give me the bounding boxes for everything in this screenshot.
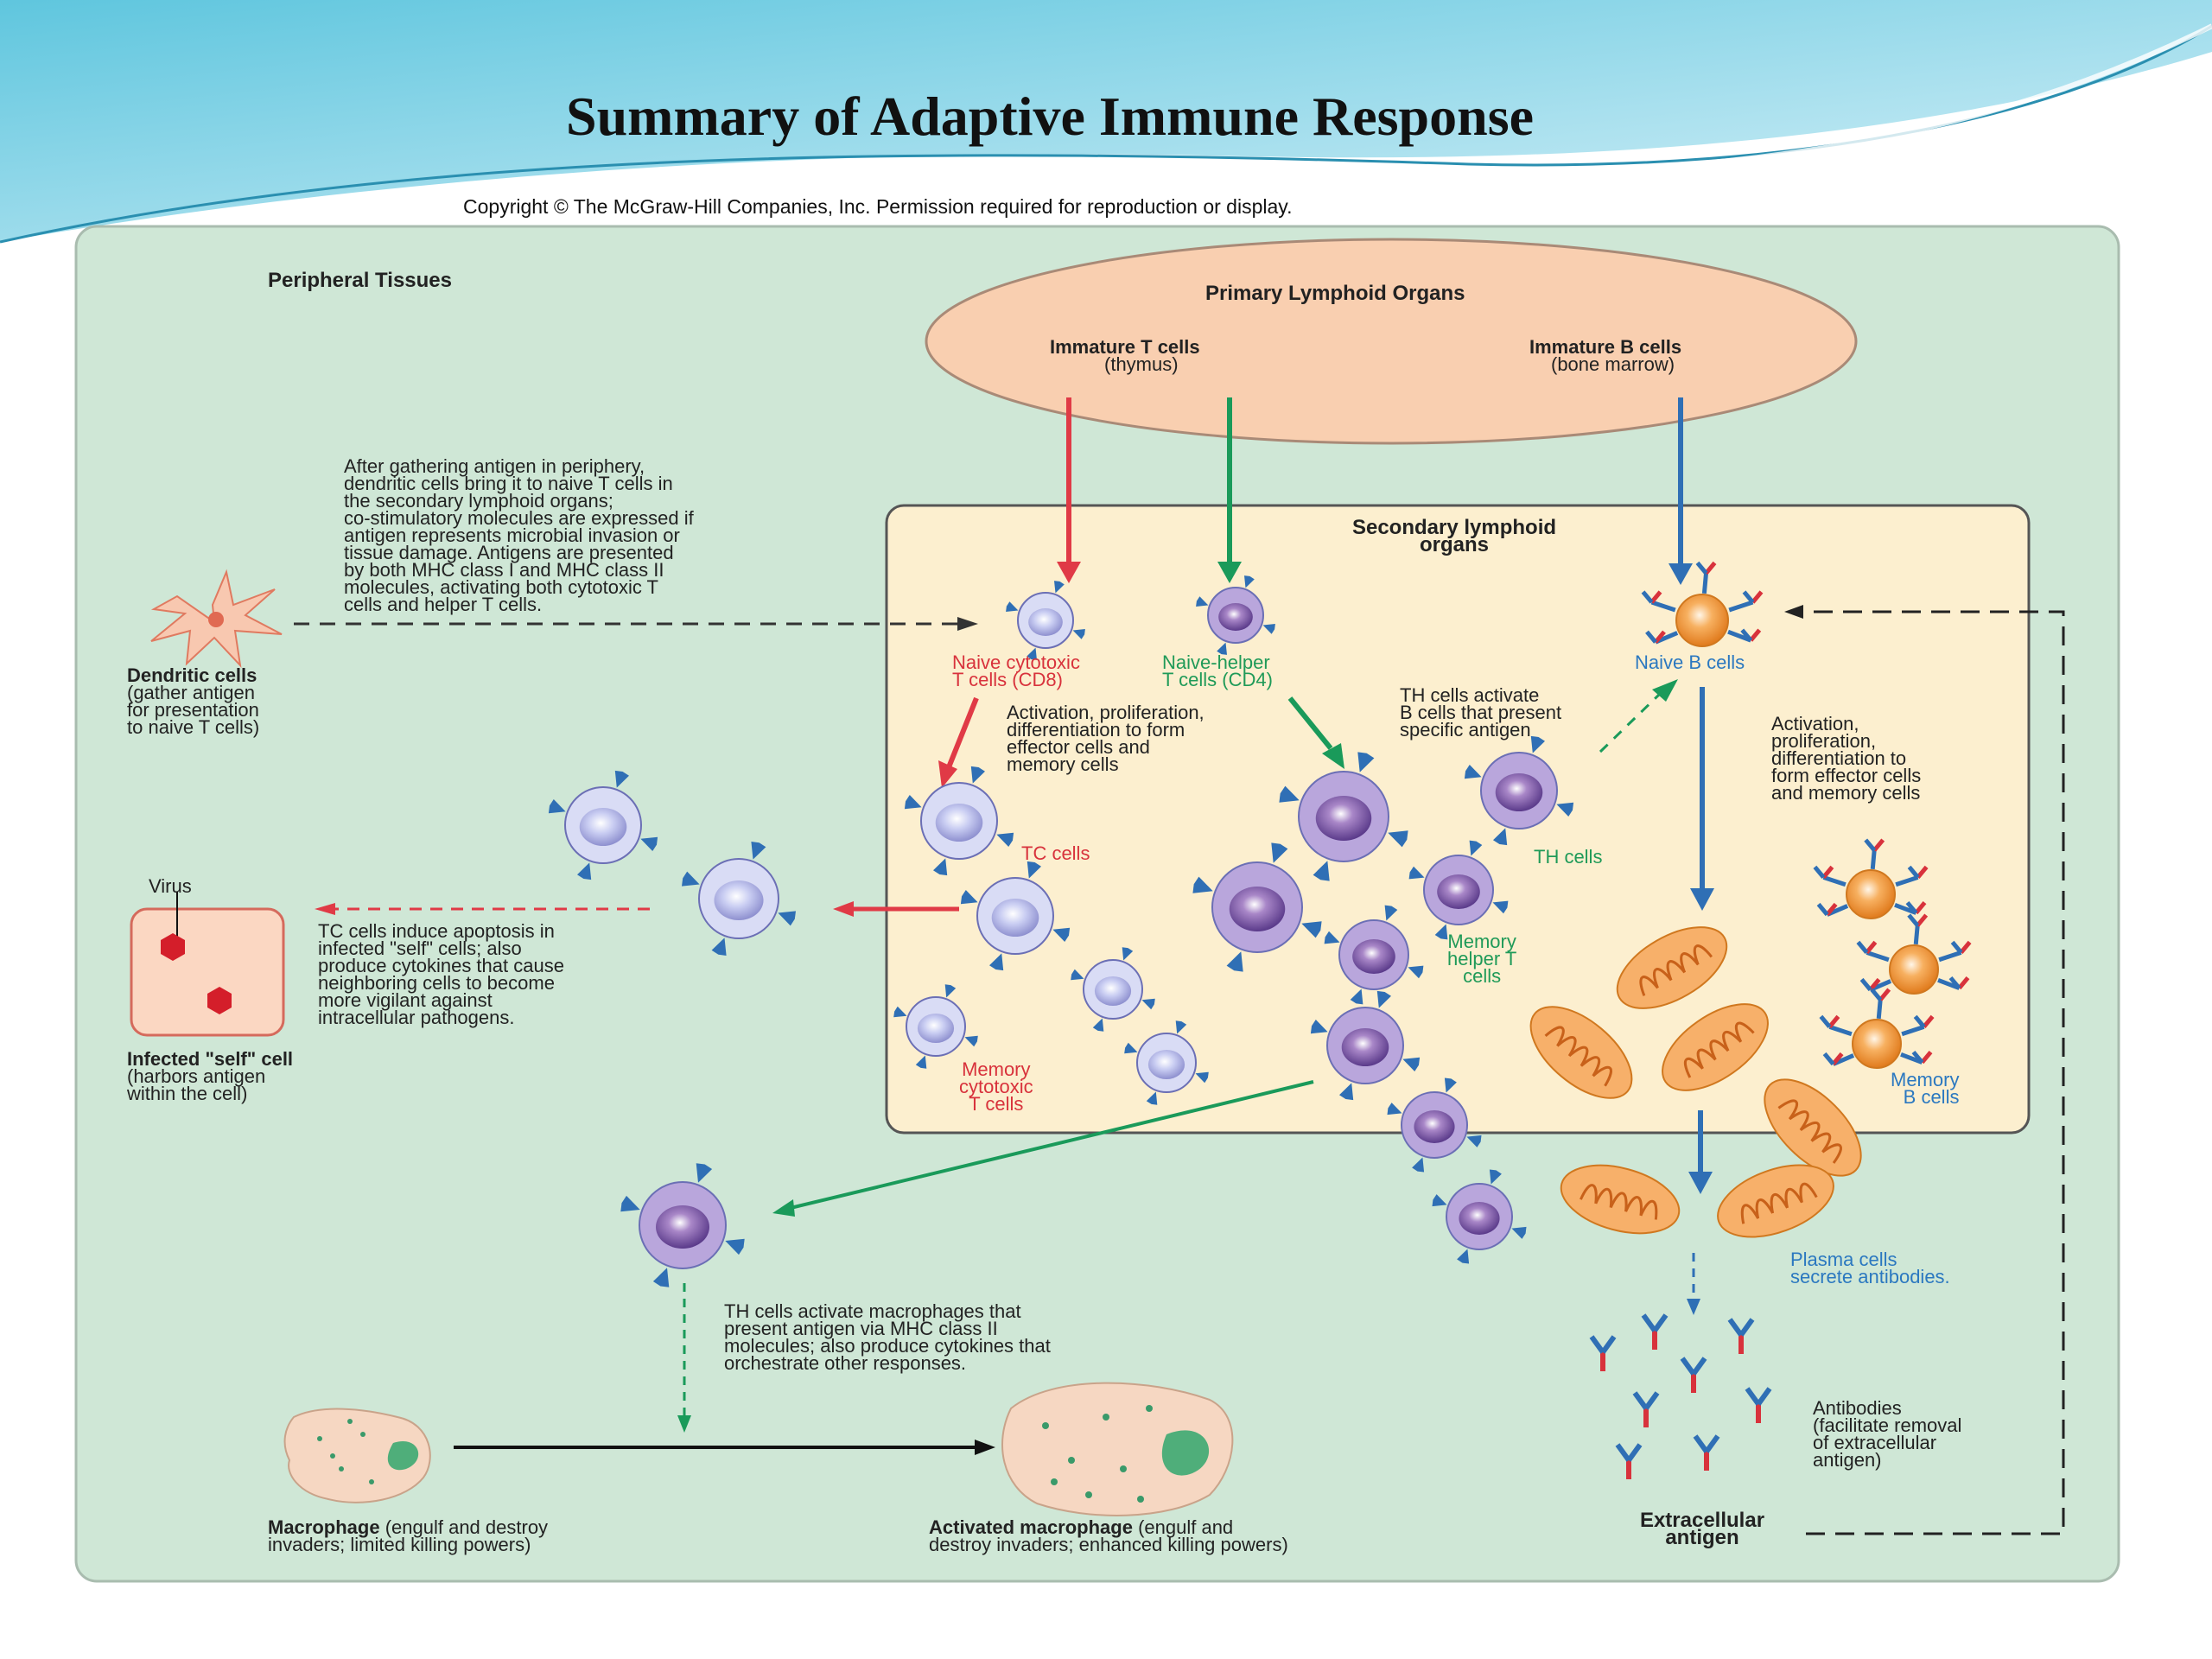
macrophage-label: Macrophage <box>268 1516 380 1538</box>
immature-t-sub: (thymus) <box>1104 353 1179 375</box>
tc-cell-periphery <box>548 770 658 880</box>
immature-t-label: Immature T cells <box>1050 336 1200 358</box>
plasma-cell <box>1616 926 1728 1009</box>
naive-b-cell <box>1641 561 1764 647</box>
antibody-icon <box>1693 1434 1720 1471</box>
activated-macrophage-label: Activated macrophage <box>929 1516 1133 1538</box>
memory-b-label: Memory B cells <box>1891 1069 1960 1108</box>
arrow-th-activates-b <box>1599 693 1661 753</box>
th-macrophage-note: TH cells activate macrophages that prese… <box>724 1300 1051 1374</box>
infected-self-cell <box>130 892 285 1037</box>
macrophage <box>283 1408 431 1503</box>
tc-cell <box>904 766 1014 876</box>
th-cell-periphery <box>620 1163 745 1287</box>
th-cell-6 <box>1432 1169 1527 1264</box>
activated-macrophage-sub: (engulf and destroy invaders; enhanced k… <box>929 1516 1288 1555</box>
extracellular-antigen-label: Extracellular antigen <box>1639 1509 1765 1549</box>
tc-cell-periphery-2 <box>682 842 796 956</box>
arrow-th-to-periphery <box>790 1080 1314 1210</box>
th-cell-5 <box>1387 1077 1482 1173</box>
th-cell-2 <box>1464 735 1574 846</box>
infected-sub: (harbors antigen within the cell) <box>127 1065 266 1104</box>
primary-lymphoid-title: Primary Lymphoid Organs <box>1205 282 1465 305</box>
activation-b-note: Activation, proliferation, differentiati… <box>1771 713 1922 804</box>
th-cell <box>1279 752 1408 881</box>
memory-cytotoxic-cell <box>1071 947 1155 1032</box>
memory-b-cell-2 <box>1856 913 1972 995</box>
macrophage-sub: (engulf and destroy invaders; limited ki… <box>268 1516 549 1555</box>
slide-title: Summary of Adaptive Immune Response <box>565 86 1535 147</box>
memory-b-cell-3 <box>1819 988 1935 1069</box>
th-cell-3 <box>1192 842 1322 972</box>
antibody-icon <box>1589 1335 1617 1371</box>
tc-cell-2 <box>960 861 1071 971</box>
virus-label: Virus <box>149 875 192 897</box>
arrow-cd4-to-th <box>1287 696 1333 750</box>
plasma-cell-3 <box>1662 1003 1769 1091</box>
tc-apoptosis-note: TC cells induce apoptosis in infected "s… <box>318 920 564 1028</box>
antibody-icon <box>1632 1391 1660 1427</box>
plasma-cell-2 <box>1529 1006 1633 1099</box>
dendritic-note: After gathering antigen in periphery, de… <box>344 455 694 615</box>
antibody-icon <box>1615 1443 1643 1479</box>
memory-cytotoxic-label: Memory cytotoxic T cells <box>959 1058 1033 1115</box>
naive-b-label: Naive B cells <box>1635 652 1745 673</box>
plasma-cell-6 <box>1717 1164 1834 1238</box>
tc-cells-label: TC cells <box>1021 842 1090 864</box>
arrow-cd8-to-tc <box>946 696 979 769</box>
infected-label: Infected "self" cell <box>127 1048 294 1070</box>
naive-cytotoxic-label: Naive cytotoxic T cells (CD8) <box>952 652 1080 690</box>
dendritic-cell <box>150 569 283 669</box>
header-highlight <box>1382 23 2212 177</box>
secondary-lymphoid-title: Secondary lymphoid organs <box>1351 516 1557 556</box>
antibody-icon <box>1680 1357 1707 1393</box>
memory-helper-cell <box>1408 840 1509 940</box>
memory-cytotoxic-cell-2 <box>893 984 978 1069</box>
header-line <box>0 24 2212 244</box>
macrophage-caption: Macrophage (engulf and destroy invaders;… <box>268 1516 549 1555</box>
peripheral-tissues-label: Peripheral Tissues <box>268 269 452 292</box>
memory-helper-cell-2 <box>1324 905 1424 1005</box>
memory-helper-label: Memory helper T cells <box>1447 931 1517 987</box>
activated-macrophage-caption: Activated macrophage (engulf and destroy… <box>929 1516 1288 1555</box>
header-swoosh <box>0 0 2212 242</box>
naive-cytotoxic-t-cell <box>1006 581 1085 660</box>
plasma-cell-5 <box>1560 1164 1681 1235</box>
th-activate-b-note: TH cells activate B cells that present s… <box>1400 684 1562 741</box>
copyright-notice: Copyright © The McGraw-Hill Companies, I… <box>463 195 1293 218</box>
naive-helper-t-cell <box>1196 575 1275 655</box>
memory-cytotoxic-cell-3 <box>1124 1020 1209 1105</box>
immature-b-label: Immature B cells <box>1529 336 1682 358</box>
plasma-cells-label: Plasma cells secrete antibodies. <box>1790 1249 1950 1287</box>
antibody-icon <box>1745 1387 1772 1423</box>
th-cell-4 <box>1310 990 1421 1101</box>
primary-lymphoid-ellipse <box>925 238 1858 445</box>
antibodies-label: Antibodies (facilitate removal of extrac… <box>1813 1397 1962 1471</box>
immature-b-sub: (bone marrow) <box>1551 353 1675 375</box>
dendritic-sub: (gather antigen for presentation to naiv… <box>127 682 260 738</box>
naive-helper-label: Naive-helper T cells (CD4) <box>1162 652 1273 690</box>
activation-t-note: Activation, proliferation, differentiati… <box>1007 702 1205 775</box>
activated-macrophage <box>1001 1382 1234 1516</box>
arrow-extracellular-loop <box>1802 610 2065 1535</box>
memory-b-cell <box>1813 838 1929 919</box>
antibody-icon <box>1641 1313 1669 1350</box>
dendritic-label: Dendritic cells <box>127 664 257 686</box>
plasma-cell-4 <box>1764 1078 1862 1177</box>
th-cells-label: TH cells <box>1534 846 1603 868</box>
antibody-icon <box>1727 1318 1755 1354</box>
